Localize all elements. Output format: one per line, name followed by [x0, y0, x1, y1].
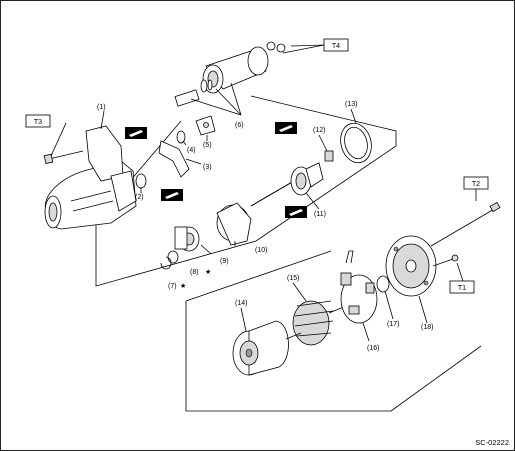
label-part-18: (18): [421, 324, 433, 331]
label-part-16: (16): [367, 345, 379, 352]
group-outline-1: [95, 95, 397, 287]
part-12-clip: [324, 150, 334, 162]
label-part-17: (17): [387, 321, 399, 328]
screw-head-t1: [451, 254, 459, 262]
torque-box-t1: T1: [449, 280, 475, 294]
figure-code: SC-02222: [475, 438, 509, 447]
part-15-armature: [285, 300, 347, 346]
label-part-6: (6): [235, 122, 244, 129]
screw-t1: [432, 258, 454, 267]
label-part-10: (10): [255, 247, 267, 254]
part-17-bearing: [376, 275, 390, 293]
label-part-4: (4): [187, 147, 196, 154]
label-part-5: (5): [203, 142, 212, 149]
part-10-gear-housing: [216, 202, 252, 246]
label-part-2: (2): [135, 194, 144, 201]
part-9-pinion: [174, 226, 200, 252]
grease-icon: [285, 206, 307, 218]
part-7-snap-ring: [160, 256, 172, 270]
svg-text:T4: T4: [332, 43, 340, 50]
label-part-8: (8): [190, 269, 199, 276]
part-13-ring: [340, 122, 372, 164]
grease-icon: [275, 122, 297, 134]
bolt-t3: [43, 150, 84, 165]
part-16-brush-holder: [340, 250, 378, 324]
grease-icon: [161, 189, 183, 201]
part-18-rear-cover: [385, 235, 437, 297]
label-part-3: (3): [203, 164, 212, 171]
magnetic-switch: [202, 41, 286, 94]
plunger-assembly: [174, 79, 213, 107]
leader-lines: [50, 44, 477, 342]
label-part-1: (1): [97, 104, 106, 111]
part-8-collar: [167, 250, 179, 264]
torque-box-t3: T3: [25, 114, 51, 128]
svg-text:T2: T2: [472, 181, 480, 188]
through-bolt-t2: [430, 207, 497, 247]
part-14-yoke: [232, 320, 289, 376]
part-4-ring: [176, 130, 186, 144]
torque-box-t2: T2: [463, 176, 489, 190]
torque-box-t4: T4: [323, 38, 349, 52]
svg-text:T1: T1: [458, 285, 466, 292]
label-part-7: (7): [168, 283, 177, 290]
part-5-bracket: [195, 115, 216, 136]
bolt-head-t2: [489, 201, 501, 213]
group-outline-2: [185, 250, 482, 412]
grease-icon: [125, 127, 147, 139]
svg-text:T3: T3: [34, 119, 42, 126]
label-part-9: (9): [220, 258, 229, 265]
part-11-shaft: [250, 162, 324, 207]
label-part-15: (15): [287, 275, 299, 282]
star-mark-8: ★: [205, 268, 211, 276]
starter-housing: [44, 125, 137, 230]
part-3-lever: [158, 140, 190, 178]
label-part-12: (12): [313, 127, 325, 134]
part-2-spacer: [135, 173, 147, 189]
label-part-11: (11): [314, 211, 326, 218]
star-mark-7: ★: [180, 282, 186, 290]
label-part-14: (14): [235, 300, 247, 307]
label-part-13: (13): [345, 101, 357, 108]
